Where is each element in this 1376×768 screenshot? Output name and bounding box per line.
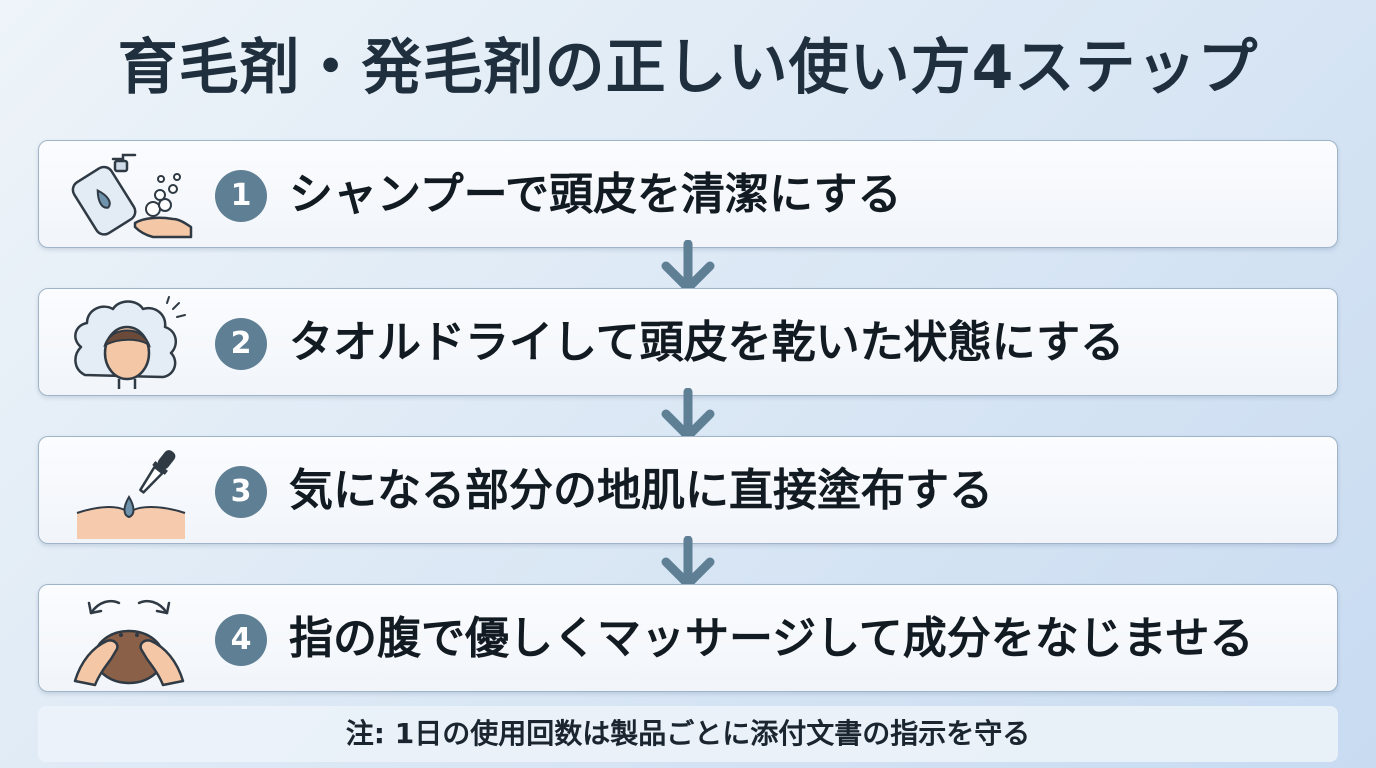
page-title: 育毛剤・発毛剤の正しい使い方4ステップ bbox=[117, 33, 1259, 103]
step-card-3: 3 気になる部分の地肌に直接塗布する bbox=[38, 436, 1338, 544]
step-number-badge: 3 bbox=[215, 466, 267, 518]
step-card-1: 1 シャンプーで頭皮を清潔にする bbox=[38, 140, 1338, 248]
shampoo-icon bbox=[71, 153, 193, 239]
step-card-2: 2 タオルドライして頭皮を乾いた状態にする bbox=[38, 288, 1338, 396]
step-card-4: 4 指の腹で優しくマッサージして成分をなじませる bbox=[38, 584, 1338, 692]
step-text: タオルドライして頭皮を乾いた状態にする bbox=[289, 317, 1125, 368]
dropper-icon bbox=[76, 450, 186, 539]
towel-dry-icon bbox=[74, 296, 186, 389]
step-text: 指の腹で優しくマッサージして成分をなじませる bbox=[289, 613, 1254, 664]
scalp-massage-icon bbox=[73, 599, 185, 687]
step-text: 気になる部分の地肌に直接塗布する bbox=[289, 465, 993, 516]
step-number-badge: 1 bbox=[215, 170, 267, 222]
step-text: シャンプーで頭皮を清潔にする bbox=[289, 169, 902, 220]
usage-note: 注: 1日の使用回数は製品ごとに添付文書の指示を守る bbox=[38, 706, 1338, 762]
step-number-badge: 2 bbox=[215, 318, 267, 370]
step-number-badge: 4 bbox=[215, 614, 267, 666]
